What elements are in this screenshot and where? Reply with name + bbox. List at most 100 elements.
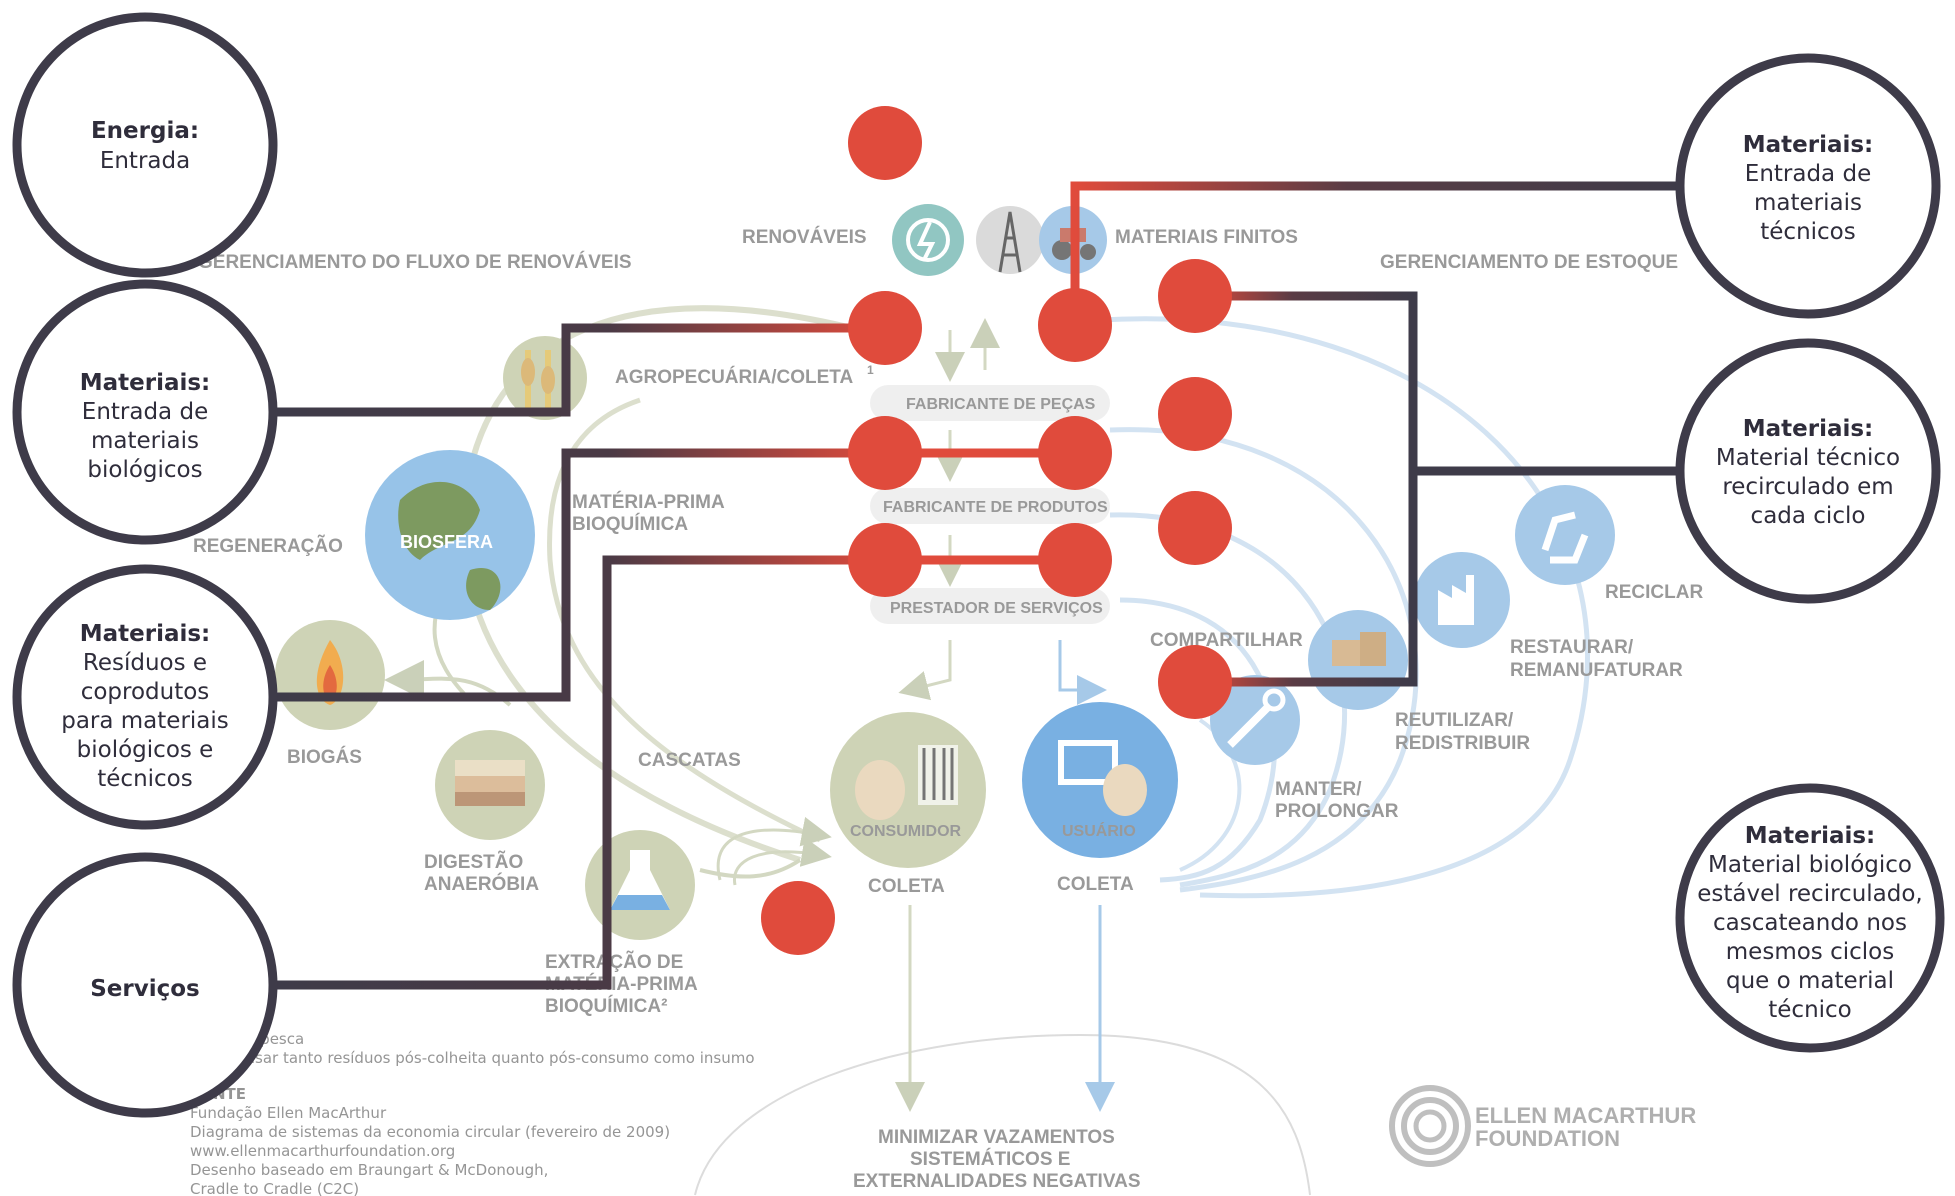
dot-compartilhar — [1158, 645, 1232, 719]
bubble-mat-tec-rec-title: Materiais: — [1743, 416, 1874, 442]
bubble-energia-line: Entrada — [100, 148, 190, 174]
boxes-icon — [1308, 610, 1408, 710]
bio-cascade-2 — [716, 816, 832, 881]
fonte-line-4: Desenho baseado em Braungart & McDonough… — [190, 1161, 548, 1179]
tech-loop-2 — [1109, 427, 1419, 893]
bio-cascade-3 — [733, 837, 832, 886]
bubble-mat-bio-rec: Materiais: Material biológico estável re… — [1675, 783, 1945, 1053]
bubble-mat-bio-rec-line: cascateando nos — [1713, 910, 1907, 936]
label-restaurar-2: REMANUFATURAR — [1510, 660, 1683, 681]
bubble-mat-bio-rec-line: estável recirculado, — [1697, 881, 1923, 907]
label-extracao-3: BIOQUÍMICA² — [545, 995, 667, 1017]
label-minimizar-1: MINIMIZAR VAZAMENTOS — [878, 1127, 1115, 1148]
label-digestao-1: DIGESTÃO — [424, 851, 523, 873]
bubble-residuos-line: técnicos — [97, 766, 192, 792]
tech-loop-3 — [1109, 512, 1347, 888]
fonte-line-2: Diagrama de sistemas da economia circula… — [190, 1123, 670, 1141]
bubble-mat-bio-in-line: biológicos — [87, 457, 202, 483]
fonte-line-1: Fundação Ellen MacArthur — [190, 1104, 387, 1122]
dot-servicos-right — [1038, 523, 1112, 597]
bubble-mat-tec-rec-line: Material técnico — [1716, 445, 1900, 471]
bubble-mat-bio-in-line: materiais — [91, 428, 199, 454]
bubble-mat-bio-in: Materiais: Entrada de materiais biológic… — [12, 279, 278, 545]
footnote-2: 2 Pode usar tanto resíduos pós-colheita … — [190, 1049, 755, 1067]
box-prestador — [870, 588, 1110, 624]
fish-wheat-icon — [503, 336, 587, 420]
bubble-mat-tec-rec-line: cada ciclo — [1751, 503, 1866, 529]
label-reutilizar-2: REDISTRIBUIR — [1395, 733, 1530, 754]
bubble-residuos-line: biológicos e — [77, 737, 214, 763]
connector-mat-tec-rec — [1195, 291, 1418, 687]
recycle-icon — [1515, 485, 1615, 585]
bubble-mat-bio-rec-line: que o material — [1726, 968, 1894, 994]
fire-icon — [275, 620, 385, 730]
label-ger-estoque: GERENCIAMENTO DE ESTOQUE — [1380, 252, 1678, 273]
label-cascatas: CASCATAS — [638, 750, 741, 771]
connector-residuos — [270, 448, 885, 702]
user-computer-icon — [1022, 702, 1178, 858]
label-extracao-1: EXTRAÇÃO DE — [545, 951, 683, 973]
label-renovaveis: RENOVÁVEIS — [742, 226, 867, 248]
consumer-icon — [830, 712, 986, 868]
soil-layers-icon — [435, 730, 545, 840]
label-biogas: BIOGÁS — [287, 746, 362, 768]
dot-agro — [848, 291, 922, 365]
connector-mat-tec-in — [1070, 181, 1680, 325]
label-coleta-1: COLETA — [868, 876, 945, 897]
bubble-mat-bio-rec-line: Material biológico — [1708, 852, 1912, 878]
factory-icon — [1414, 552, 1510, 648]
logo-line-2: FOUNDATION — [1475, 1126, 1620, 1151]
label-agropecuaria: AGROPECUÁRIA/COLETA — [615, 366, 853, 388]
label-regeneracao: REGENERAÇÃO — [193, 535, 343, 557]
bio-loop-inner — [547, 397, 822, 843]
bubble-energia: Energia: Entrada — [12, 12, 278, 278]
energy-icon — [892, 204, 964, 276]
connector-mat-bio-in — [270, 323, 885, 417]
bubble-servicos-title: Serviços — [90, 976, 200, 1002]
label-manter-1: MANTER/ — [1275, 779, 1362, 800]
bubble-residuos: Materiais: Resíduos e coprodutos para ma… — [12, 564, 278, 830]
label-minimizar-3: EXTERNALIDADES NEGATIVAS — [853, 1171, 1141, 1192]
label-compartilhar: COMPARTILHAR — [1150, 630, 1303, 651]
bubble-residuos-line: para materiais — [61, 708, 229, 734]
wrench-icon — [1210, 675, 1300, 765]
globe-icon — [365, 450, 535, 620]
label-ger-renovaveis: GERENCIAMENTO DO FLUXO DE RENOVÁVEIS — [198, 251, 632, 273]
dot-tec-3 — [1158, 491, 1232, 565]
dot-tec-2 — [1158, 377, 1232, 451]
bubble-mat-bio-rec-line: mesmos ciclos — [1726, 939, 1894, 965]
dot-energia — [848, 106, 922, 180]
label-usuario: USUÁRIO — [1062, 821, 1136, 840]
label-materia-prima-2: BIOQUÍMICA — [572, 513, 688, 535]
bubble-energia-title: Energia: — [91, 118, 199, 144]
dot-materia-prima-right — [1038, 416, 1112, 490]
box-fabricante-produtos — [870, 488, 1110, 524]
label-restaurar-1: RESTAURAR/ — [1510, 637, 1634, 658]
label-digestao-2: ANAERÓBIA — [424, 873, 539, 895]
background-diagram: RENOVÁVEIS MATERIAIS FINITOS GERENCIAMEN… — [190, 204, 1703, 1196]
bubble-mat-tec-rec-line: recirculado em — [1722, 474, 1893, 500]
leakage-ellipse — [694, 1033, 1311, 1196]
label-prestador: PRESTADOR DE SERVIÇOS — [890, 600, 1103, 617]
dot-materia-prima-left — [848, 416, 922, 490]
bubble-mat-bio-rec-line: técnico — [1768, 997, 1852, 1023]
label-consumidor: CONSUMIDOR — [850, 823, 962, 840]
oil-derrick-icon — [976, 206, 1044, 274]
bubble-mat-tec-in-title: Materiais: — [1743, 132, 1874, 158]
dot-servicos-left — [848, 523, 922, 597]
label-materia-prima-1: MATÉRIA-PRIMA — [572, 491, 725, 513]
bubble-mat-tec-rec: Materiais: Material técnico recirculado … — [1675, 338, 1941, 604]
bubble-residuos-line: coprodutos — [81, 679, 210, 705]
label-materiais-finitos: MATERIAIS FINITOS — [1115, 227, 1298, 248]
dot-finitos — [1038, 288, 1112, 362]
red-dots — [761, 106, 1232, 955]
bubble-residuos-line: Resíduos e — [83, 650, 207, 676]
bubble-mat-tec-in: Materiais: Entrada de materiais técnicos — [1675, 53, 1941, 319]
label-agropecuaria-sup: 1 — [867, 363, 874, 377]
label-fabricante-pecas: FABRICANTE DE PEÇAS — [906, 396, 1096, 413]
connectors — [270, 138, 1680, 990]
tech-loop-4 — [1119, 597, 1278, 883]
bubble-mat-tec-in-line: técnicos — [1760, 219, 1855, 245]
connector-servicos — [270, 555, 885, 990]
